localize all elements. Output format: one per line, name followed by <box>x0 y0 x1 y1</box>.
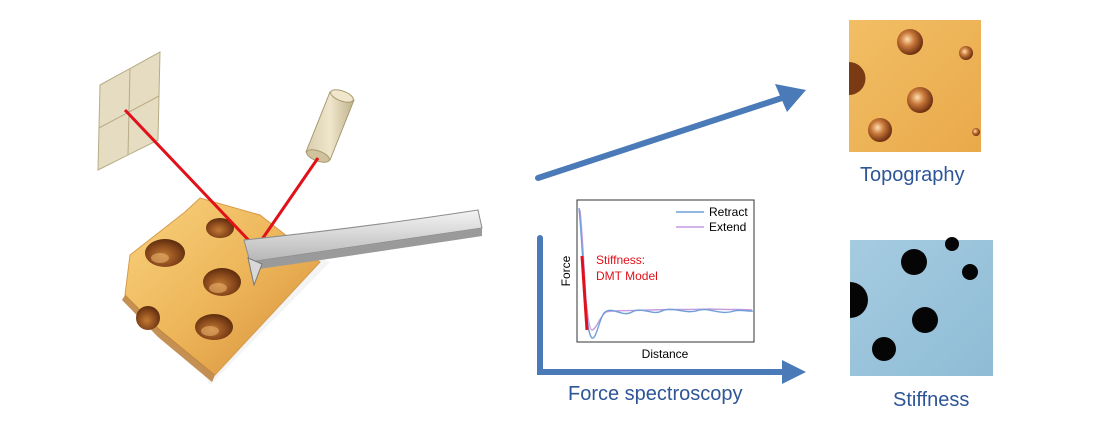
annotation-stiffness: Stiffness: <box>596 253 645 267</box>
annotation-dmt-model: DMT Model <box>596 269 658 283</box>
y-axis-label: Force <box>559 255 573 286</box>
stiffness-slope-line <box>580 255 589 331</box>
cantilever <box>243 209 483 287</box>
plot-frame <box>576 199 755 343</box>
legend-extend-label: Extend <box>709 220 746 234</box>
surface-pit <box>145 239 185 267</box>
topography-label: Topography <box>860 164 965 186</box>
surface-pit <box>206 218 234 238</box>
laser-beam-reflected <box>123 108 258 250</box>
cantilever-tip <box>247 257 263 287</box>
topography-image <box>849 20 981 152</box>
legend-retract-label: Retract <box>709 205 748 219</box>
flow-arrows <box>535 84 806 384</box>
surface-pit <box>136 306 160 330</box>
laser-source <box>305 89 355 163</box>
laser-beam-incident <box>254 157 320 249</box>
x-axis-label: Distance <box>642 347 689 361</box>
arrow-to-topography <box>535 94 788 181</box>
force-spectroscopy-label: Force spectroscopy <box>568 383 743 405</box>
stiffness-image <box>850 237 993 376</box>
force-curve-plot: Retract Extend Stiffness: DMT Model Dist… <box>559 199 755 361</box>
afm-setup <box>97 51 483 385</box>
arrow-to-stiffness <box>537 235 788 375</box>
stiffness-label: Stiffness <box>893 389 970 411</box>
